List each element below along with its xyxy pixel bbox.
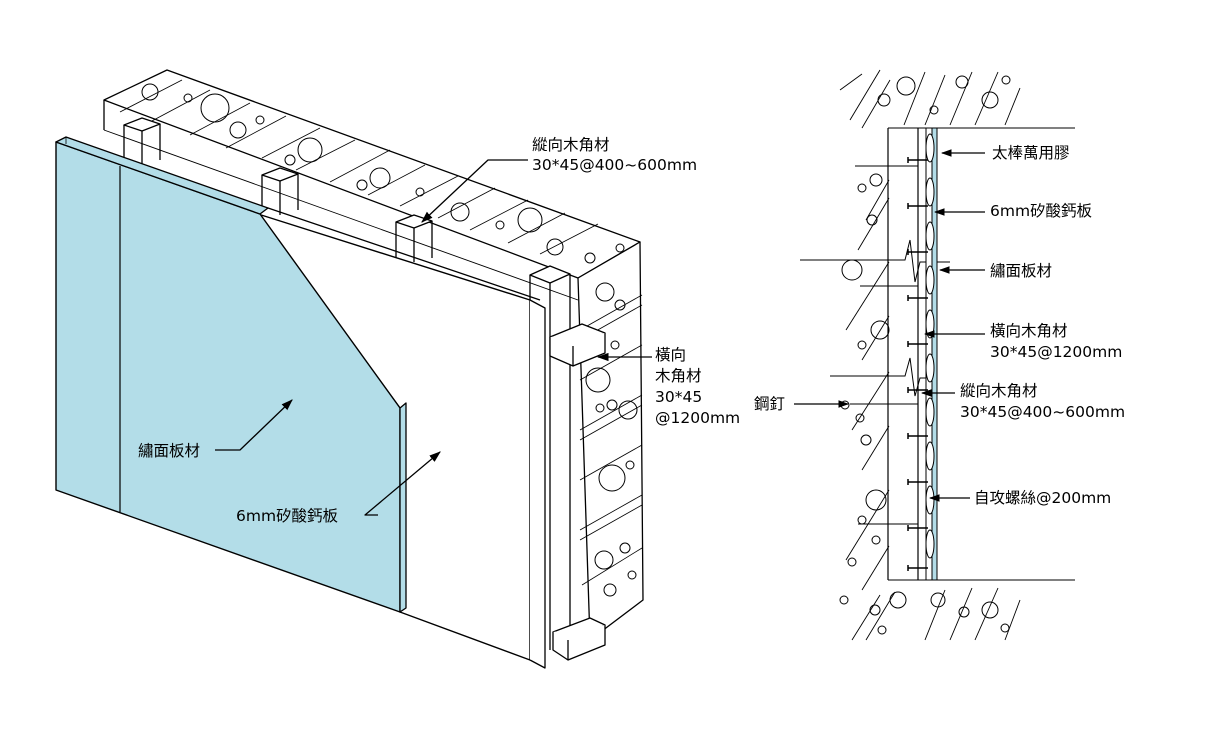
concrete-aggregate-end (585, 282, 638, 597)
iso-labels: 縱向木角材 30*45@400~600mm 橫向 木角材 30*45 @1200… (138, 136, 740, 525)
concrete-aggregate-top (141, 83, 625, 264)
section-horizontal-batten (800, 239, 950, 283)
label-section-horizontal-batten-name: 橫向木角材 (990, 322, 1068, 340)
leader-veneer (215, 399, 293, 451)
section-steel-nails (850, 165, 918, 525)
label-calcium-board: 6mm矽酸鈣板 (236, 507, 338, 525)
label-horizontal-batten-3: 30*45 (655, 388, 702, 406)
horizontal-batten (549, 323, 606, 367)
label-section-calcium-board: 6mm矽酸鈣板 (990, 202, 1092, 220)
label-veneer: 繡面板材 (138, 442, 200, 460)
label-section-vertical-stud-spec: 30*45@400~600mm (960, 403, 1125, 421)
label-section-veneer: 繡面板材 (990, 262, 1052, 280)
concrete-wall-end (577, 241, 644, 641)
isometric-wall-view (55, 69, 652, 669)
concrete-hatch-end (579, 294, 643, 586)
section-adhesive-beads (925, 133, 935, 559)
label-horizontal-batten-4: @1200mm (655, 409, 740, 427)
label-section-vertical-stud-name: 縱向木角材 (960, 382, 1038, 400)
label-screw: 自攻螺絲@200mm (974, 489, 1111, 507)
leader-vertical-stud (421, 159, 528, 223)
veneer-panel (55, 141, 401, 613)
section-concrete-hatch (839, 69, 1021, 641)
label-vertical-stud-name: 縱向木角材 (532, 136, 610, 154)
label-horizontal-batten-2: 木角材 (655, 367, 702, 385)
veneer-panel-edge (55, 136, 269, 215)
section-screws (907, 157, 928, 571)
label-steel-nail: 鋼釘 (754, 395, 785, 413)
leader-calcium-board (364, 451, 441, 516)
section-view (794, 69, 1075, 641)
section-labels: 太棒萬用膠 6mm矽酸鈣板 繡面板材 橫向木角材 30*45@1200mm 縱向… (754, 144, 1125, 507)
section-vertical-stud (887, 128, 919, 580)
section-concrete-aggregate (839, 75, 1011, 635)
label-horizontal-batten-1: 橫向 (655, 346, 686, 364)
vertical-studs (123, 117, 606, 661)
label-section-horizontal-batten-spec: 30*45@1200mm (990, 343, 1122, 361)
label-adhesive: 太棒萬用膠 (992, 144, 1070, 162)
label-vertical-stud-spec: 30*45@400~600mm (532, 156, 697, 174)
concrete-hatch-top (119, 79, 599, 255)
section-veneer (931, 127, 938, 581)
